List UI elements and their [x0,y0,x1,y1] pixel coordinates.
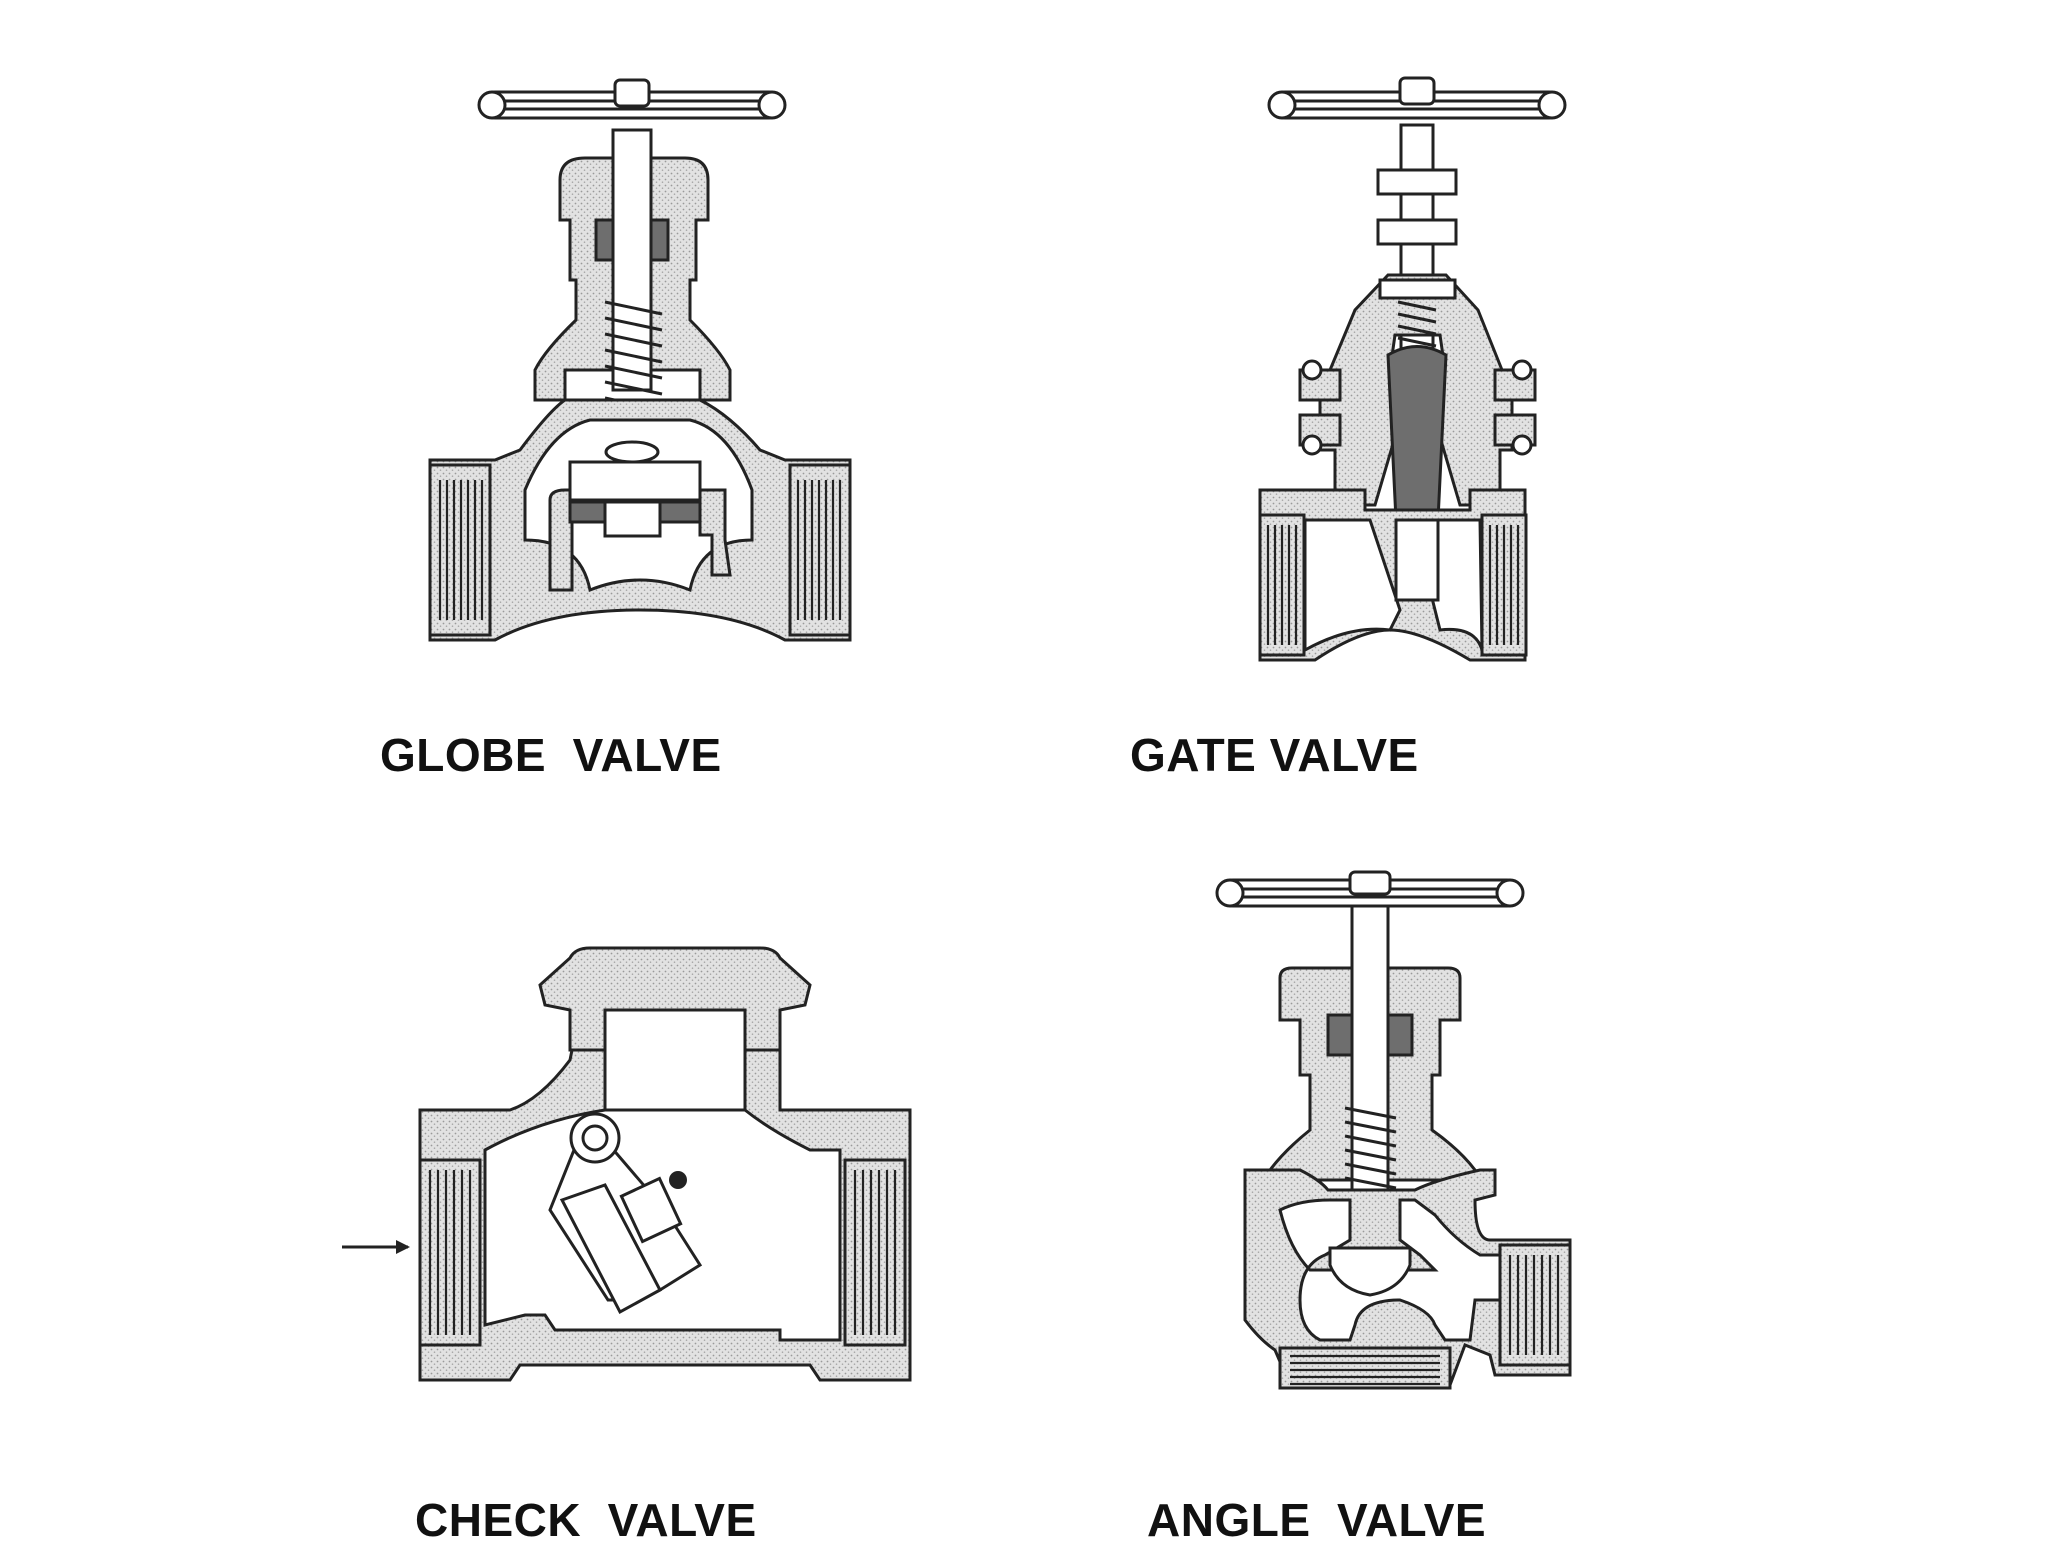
check-valve-label: CHECK VALVE [415,1494,757,1546]
angle-disc [1328,1246,1412,1297]
flow-direction-arrow [342,1240,410,1254]
angle-bottom-inlet [1278,1346,1452,1390]
gate-handwheel [1267,76,1567,120]
gate-valve-label: GATE VALVE [1130,729,1419,781]
gate-valve-diagram [1258,76,1567,662]
globe-stem [611,128,653,392]
globe-disc [568,440,702,538]
gate-threaded-ends [1258,513,1528,657]
angle-valve-label: ANGLE VALVE [1147,1494,1487,1546]
globe-handwheel [477,78,787,120]
angle-side-outlet [1498,1243,1572,1367]
globe-threaded-ends [428,463,852,637]
gate-bolts [1298,359,1537,456]
check-valve-diagram [342,946,912,1382]
gate-wedge [1386,345,1448,528]
globe-valve-diagram [428,78,852,642]
globe-valve-label: GLOBE VALVE [380,729,722,781]
check-swing-disc [548,1112,703,1315]
angle-valve-diagram [1215,870,1572,1390]
angle-handwheel [1215,870,1525,908]
check-cap [538,946,812,1052]
check-threaded-ends [418,1158,907,1347]
